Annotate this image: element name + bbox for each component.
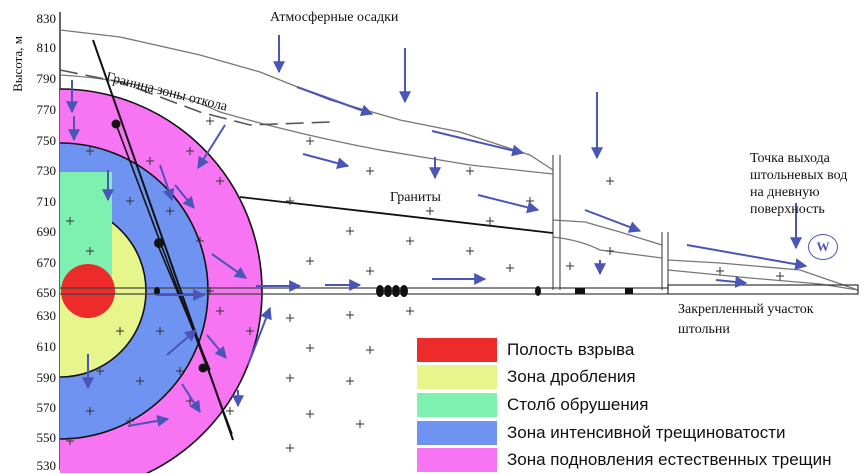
legend-label: Столб обрушения	[507, 394, 649, 414]
secured-adit-section	[667, 284, 859, 295]
y-axis-label: Высота, м	[10, 36, 25, 92]
granites-label: Граниты	[390, 190, 441, 205]
terrain-step-2	[552, 219, 663, 246]
terrain-step-3	[667, 259, 859, 291]
legend-item: Полость взрыва	[417, 336, 867, 364]
legend-swatch	[417, 392, 497, 417]
y-tick: 630	[36, 308, 57, 323]
legend-label: Зона интенсивной трещиноватости	[507, 422, 786, 442]
legend-swatch	[417, 365, 497, 390]
y-tick: 570	[36, 400, 57, 415]
surface-line	[59, 29, 554, 171]
legend-item: Зона интенсивной трещиноватости	[417, 419, 867, 447]
terrain-step-2b	[552, 236, 663, 259]
legend-label: Полость взрыва	[507, 339, 635, 359]
y-tick: 670	[36, 255, 57, 270]
legend-item: Зона подновления естественных трещин	[417, 446, 867, 474]
legend-item: Столб обрушения	[417, 391, 867, 419]
detachment-boundary-line	[59, 69, 331, 126]
outlet-point-label: Точка выхода штольневых вод на дневную п…	[750, 151, 848, 217]
legend-swatch	[417, 337, 497, 362]
outlet-marker: W	[808, 234, 838, 260]
y-tick: 770	[36, 102, 57, 117]
secured-section-label: Закрепленный участок штольни	[678, 302, 814, 337]
y-tick: 790	[36, 71, 57, 86]
collapse-column-top	[60, 172, 112, 195]
y-tick: 750	[36, 133, 57, 148]
y-tick: 590	[36, 370, 57, 385]
inner-boundary-inclined	[115, 123, 233, 435]
legend-swatch	[417, 448, 497, 473]
granite-plus-pattern	[66, 117, 784, 452]
y-tick: 830	[36, 11, 57, 26]
precipitation-label: Атмосферные осадки	[270, 10, 399, 25]
legend-label: Зона дробления	[507, 367, 636, 387]
legend-item: Зона дробления	[417, 364, 867, 392]
y-tick: 550	[36, 430, 57, 445]
y-tick: 810	[36, 40, 57, 55]
legend-label: Зона подновления естественных трещин	[507, 450, 832, 470]
y-tick: 710	[36, 194, 57, 209]
granite-contact-line	[239, 196, 554, 234]
legend: Полость взрыва Зона дробления Столб обру…	[417, 336, 867, 474]
y-tick: 730	[36, 163, 57, 178]
y-tick: 650	[36, 285, 57, 300]
y-tick: 610	[36, 339, 57, 354]
blast-cavity	[61, 264, 115, 318]
y-tick: 690	[36, 224, 57, 239]
terrain-step-3b	[667, 269, 859, 291]
groundwater-flow-arrows	[66, 35, 808, 427]
y-tick: 530	[36, 458, 57, 473]
legend-swatch	[417, 420, 497, 445]
